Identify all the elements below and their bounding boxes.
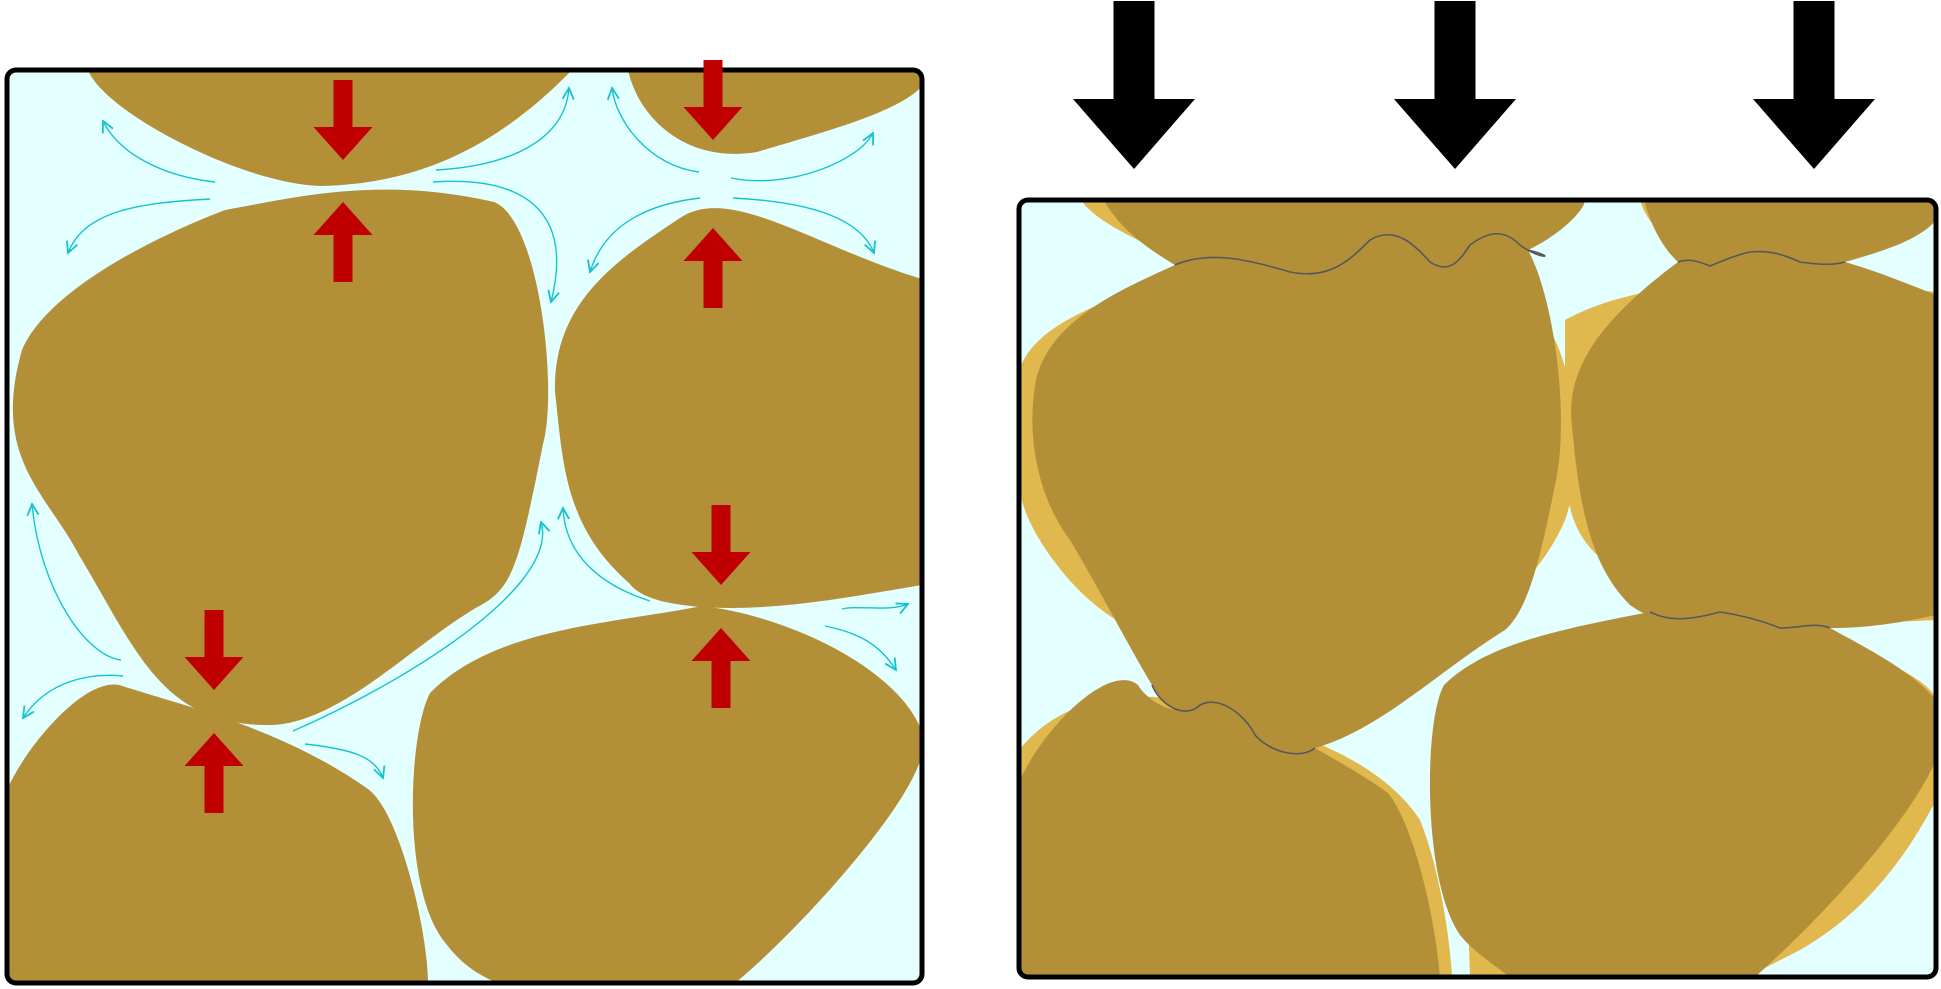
flow-arrow-12 [563, 508, 651, 602]
stress-arrow-5 [691, 505, 751, 585]
left-grain-bottom-center [412, 606, 922, 983]
flow-arrow-6 [590, 197, 701, 272]
left-grain-top-b [628, 70, 922, 154]
flow-arrow-1 [103, 121, 216, 183]
suture-bottom-left [1151, 684, 1316, 755]
flow-arrow-11 [292, 522, 543, 732]
load-arrow-2 [1394, 1, 1516, 169]
flow-arrow-9 [32, 504, 122, 661]
stress-arrow-6 [691, 628, 751, 708]
left-panel [4, 60, 925, 986]
flow-arrow-8 [732, 197, 874, 253]
stress-arrows [184, 60, 751, 813]
flow-arrow-4 [432, 180, 557, 302]
flow-arrow-2 [68, 198, 211, 253]
stress-arrow-7 [184, 610, 244, 690]
flow-arrow-13 [841, 604, 908, 609]
left-panel-frame [4, 67, 925, 986]
suture-bottom-right [1649, 611, 1831, 629]
flow-arrow-3 [435, 88, 569, 171]
flow-arrow-14 [824, 625, 896, 670]
stress-arrow-3 [313, 202, 373, 282]
flow-arrow-15 [304, 743, 383, 778]
left-grain-bottom-left [7, 684, 428, 983]
right-panel-frame [1016, 197, 1939, 980]
right-panel [1016, 1, 1939, 980]
stress-arrow-4 [683, 228, 743, 308]
stress-arrow-8 [184, 733, 244, 813]
left-grain-big-left [12, 189, 549, 726]
flow-arrow-5 [612, 88, 700, 173]
pore-fluid-flow-arrows [23, 88, 908, 778]
suture-top-right [1677, 250, 1846, 267]
stress-arrow-1 [313, 80, 373, 160]
right-grains [1019, 200, 1936, 977]
left-grains [7, 70, 922, 983]
left-grain-mid-right [554, 208, 922, 608]
load-arrows [1073, 1, 1875, 169]
load-arrow-3 [1753, 1, 1875, 169]
flow-arrow-10 [23, 674, 124, 718]
right-grain-bottom-left [1019, 680, 1440, 977]
load-arrow-1 [1073, 1, 1195, 169]
right-grain-top-right [1644, 200, 1936, 266]
right-grain-bottom-right [1429, 612, 1936, 977]
right-grain-big-center [1032, 233, 1561, 754]
sutured-contacts [1151, 232, 1846, 755]
suture-top-left [1174, 232, 1546, 275]
flow-arrow-7 [730, 133, 873, 182]
right-grain-mid-right [1571, 251, 1936, 630]
right-grain-top-a [1104, 200, 1585, 274]
stress-arrow-2 [683, 60, 743, 140]
